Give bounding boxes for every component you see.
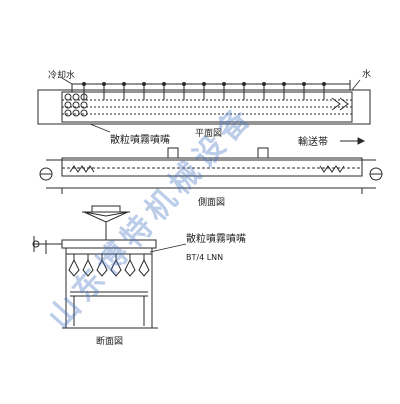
spray-drop-joint (222, 82, 226, 86)
side-view (39, 147, 383, 194)
spray-nozzle-icon (96, 254, 108, 277)
spray-drop-joint (142, 82, 146, 86)
spray-drop-joint (102, 82, 106, 86)
spray-nozzle-label-side: 散粒噴霧噴嘴 (110, 133, 170, 146)
spray-nozzle-icon (82, 254, 94, 277)
side-support-left (167, 147, 179, 159)
side-support-right (257, 147, 269, 159)
spray-drop-joint (262, 82, 266, 86)
spray-nozzle-icon (68, 254, 80, 277)
spray-drop-joint (82, 82, 86, 86)
spray-nozzle-label-section: 散粒噴霧噴嘴 (186, 232, 246, 245)
spray-drop-joint (182, 82, 186, 86)
section-view (32, 205, 187, 329)
conveyor-belt-label: 輸送帯 (298, 135, 328, 148)
plan-spray-drops (82, 82, 326, 100)
nozzle-model-label: BT/4 LNN (186, 253, 223, 262)
watermark-text: 山东博特机械设备 (42, 98, 261, 335)
spray-nozzle-icon (138, 254, 150, 277)
spray-drop-joint (202, 82, 206, 86)
plan-view-label: 平面図 (195, 128, 222, 139)
section-view-label: 断面図 (96, 335, 123, 347)
cooling-water-label: 冷却水 (48, 69, 75, 81)
water-label: 水 (362, 68, 371, 80)
fan-icon (83, 211, 129, 223)
spray-drop-joint (322, 82, 326, 86)
conveyor-direction-arrow-icon (340, 137, 366, 145)
spray-drop-joint (242, 82, 246, 86)
side-view-label: 側面図 (198, 196, 225, 208)
spray-drop-joint (282, 82, 286, 86)
spray-nozzle-icon (110, 254, 122, 277)
spray-drop-joint (162, 82, 166, 86)
inlet-valve-icon (32, 240, 40, 248)
watermark: 山东博特机械设备 (42, 98, 261, 335)
spray-drop-joint (302, 82, 306, 86)
spray-drop-joint (122, 82, 126, 86)
fan-motor (91, 205, 121, 213)
spray-nozzle-icon (124, 254, 136, 277)
section-spray-nozzles (68, 254, 150, 277)
side-housing (61, 157, 363, 177)
